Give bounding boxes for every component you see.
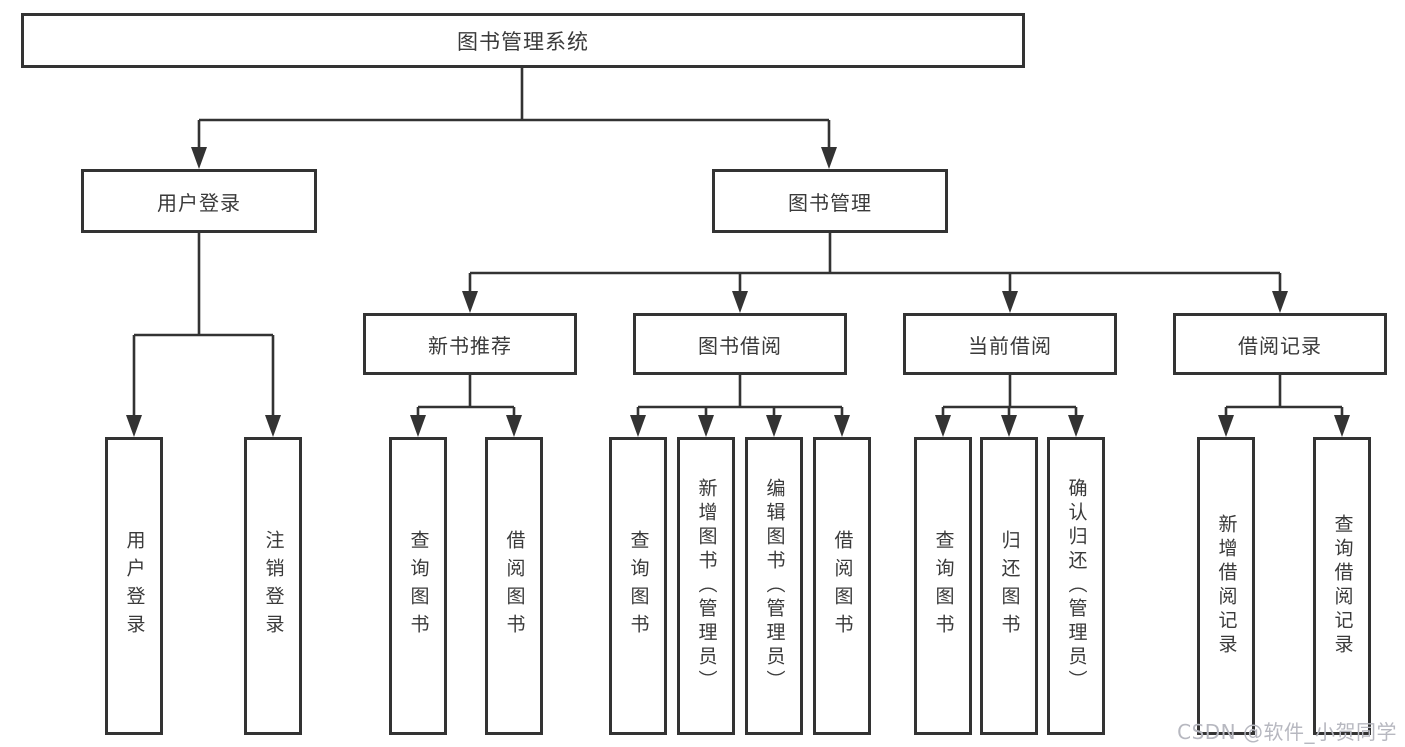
node-label: 确认归还（管理员）: [1065, 478, 1088, 694]
connector-book-borrow: [636, 375, 844, 417]
node-borrow-books-recommend: 借阅图书: [485, 437, 543, 735]
node-book-borrow: 图书借阅: [633, 313, 847, 375]
node-label: 新增图书（管理员）: [695, 478, 718, 694]
node-label: 借阅图书: [503, 530, 526, 642]
node-label: 查询图书: [407, 530, 430, 642]
node-label: 查询图书: [932, 530, 955, 642]
node-label: 当前借阅: [968, 333, 1052, 358]
node-user-login-leaf: 用户登录: [105, 437, 163, 735]
node-borrow-books-leaf: 借阅图书: [813, 437, 871, 735]
node-add-book-admin: 新增图书（管理员）: [677, 437, 735, 735]
connector-book-mgmt-to-level3: [468, 233, 1282, 293]
node-label: 归还图书: [998, 530, 1021, 642]
node-query-books-borrow: 查询图书: [609, 437, 667, 735]
node-logout: 注销登录: [244, 437, 302, 735]
node-query-books-current: 查询图书: [914, 437, 972, 735]
node-return-books: 归还图书: [980, 437, 1038, 735]
connector-new-book-recommend: [416, 375, 516, 417]
csdn-watermark: CSDN @软件_小贺同学: [1177, 720, 1397, 744]
node-query-books-recommend: 查询图书: [389, 437, 447, 735]
node-book-management: 图书管理: [712, 169, 948, 233]
node-label: 查询图书: [627, 530, 650, 642]
connector-current-borrow: [941, 375, 1078, 417]
node-label: 新书推荐: [428, 333, 512, 358]
node-label: 图书管理: [788, 190, 872, 215]
arrowheads: [126, 147, 1350, 437]
node-label: 注销登录: [262, 530, 285, 642]
node-user-login: 用户登录: [81, 169, 317, 233]
node-label: 用户登录: [157, 190, 241, 215]
node-label: 用户登录: [123, 530, 146, 642]
connector-user-login-to-leaves: [132, 233, 275, 417]
node-label: 图书借阅: [698, 333, 782, 358]
node-edit-book-admin: 编辑图书（管理员）: [745, 437, 803, 735]
node-label: 新增借阅记录: [1215, 514, 1238, 658]
node-confirm-return-admin: 确认归还（管理员）: [1047, 437, 1105, 735]
node-new-book-recommend: 新书推荐: [363, 313, 577, 375]
node-label: 借阅记录: [1238, 333, 1322, 358]
node-label: 编辑图书（管理员）: [763, 478, 786, 694]
node-borrow-records: 借阅记录: [1173, 313, 1387, 375]
node-label: 借阅图书: [831, 530, 854, 642]
node-label: 查询借阅记录: [1331, 514, 1354, 658]
node-current-borrow: 当前借阅: [903, 313, 1117, 375]
node-add-borrow-record: 新增借阅记录: [1197, 437, 1255, 735]
connector-root-to-level2: [197, 68, 831, 149]
node-library-management-system: 图书管理系统: [21, 13, 1025, 68]
node-label: 图书管理系统: [457, 29, 589, 54]
connector-borrow-records: [1224, 375, 1344, 417]
node-query-borrow-record: 查询借阅记录: [1313, 437, 1371, 735]
